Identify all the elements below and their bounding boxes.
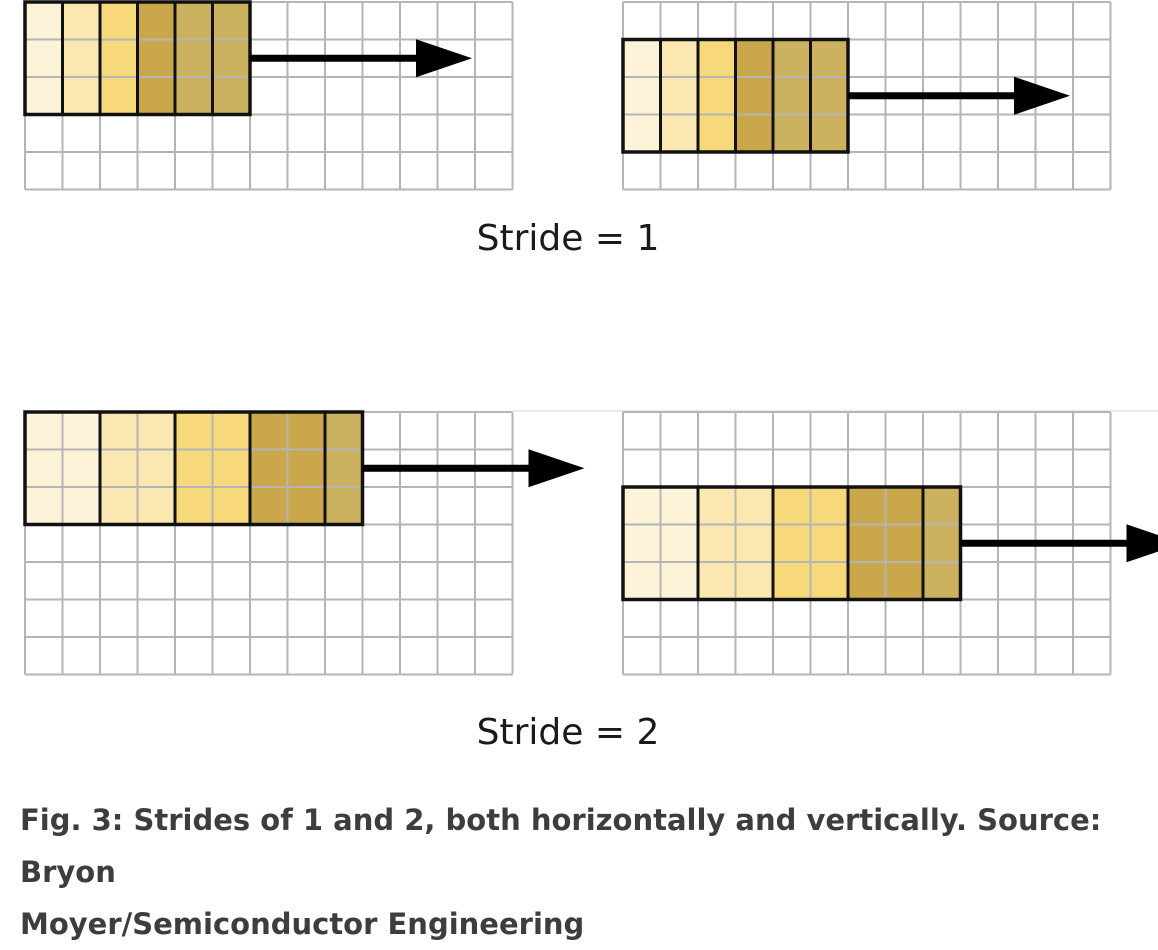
kernel-cell xyxy=(100,2,138,115)
kernel-cell xyxy=(63,2,101,115)
stride-2-label: Stride = 2 xyxy=(0,712,1136,753)
kernel-cell xyxy=(811,40,849,153)
kernel-cell xyxy=(661,40,699,153)
stride-1-label: Stride = 1 xyxy=(0,218,1136,259)
kernel-cell xyxy=(886,487,924,600)
kernel-cell xyxy=(63,412,101,525)
stride-diagram-4 xyxy=(623,412,1158,675)
kernel-cell xyxy=(25,412,63,525)
figure-caption: Fig. 3: Strides of 1 and 2, both horizon… xyxy=(20,794,1150,950)
stride-figure xyxy=(0,0,1158,888)
kernel-cell xyxy=(138,412,176,525)
kernel-cell xyxy=(288,412,326,525)
kernel-cell xyxy=(736,487,774,600)
kernel-cell xyxy=(25,2,63,115)
arrow-head-icon xyxy=(1014,77,1070,115)
arrow-head-icon xyxy=(529,449,585,487)
caption-line-1: Fig. 3: Strides of 1 and 2, both horizon… xyxy=(20,794,1150,898)
kernel-cell xyxy=(100,412,138,525)
kernel-cell xyxy=(175,2,213,115)
caption-line-2: Moyer/Semiconductor Engineering xyxy=(20,898,1150,950)
kernel-cell xyxy=(773,487,811,600)
kernel-cell xyxy=(623,40,661,153)
stride-diagram-1 xyxy=(25,2,513,190)
stride-diagram-3 xyxy=(25,412,585,675)
kernel-cell xyxy=(661,487,699,600)
kernel-cell xyxy=(811,487,849,600)
kernel-cell xyxy=(213,2,251,115)
kernel-cell xyxy=(923,487,961,600)
arrow-head-icon xyxy=(416,39,472,77)
kernel-cell xyxy=(325,412,363,525)
kernel-cell xyxy=(138,2,176,115)
kernel-cell xyxy=(848,487,886,600)
kernel-cell xyxy=(773,40,811,153)
kernel-cell xyxy=(250,412,288,525)
stride-diagram-2 xyxy=(623,2,1111,190)
kernel-cell xyxy=(698,40,736,153)
kernel-cell xyxy=(175,412,213,525)
kernel-cell xyxy=(213,412,251,525)
kernel-cell xyxy=(698,487,736,600)
kernel-cell xyxy=(736,40,774,153)
arrow-head-icon xyxy=(1127,524,1158,562)
kernel-cell xyxy=(623,487,661,600)
